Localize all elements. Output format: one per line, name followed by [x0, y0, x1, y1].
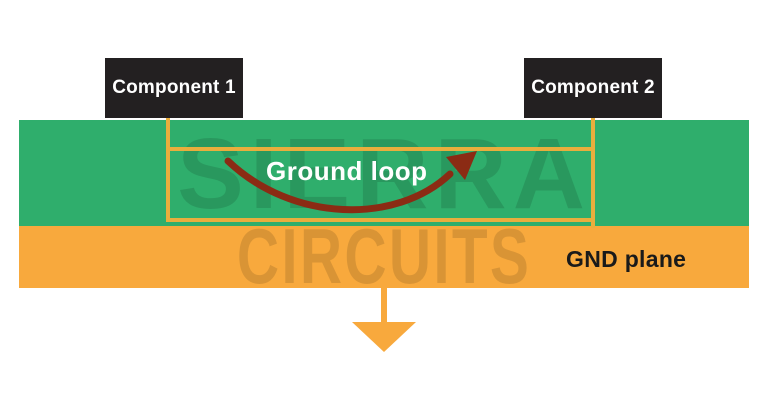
ground-loop-label: Ground loop: [266, 156, 428, 186]
component-2-label: Component 2: [531, 77, 655, 98]
component-2-box: Component 2: [524, 58, 662, 118]
gnd-plane-label: GND plane: [566, 246, 687, 272]
trace-component-1: [166, 118, 170, 222]
trace-component-2: [591, 118, 595, 228]
component-1-label: Component 1: [112, 77, 236, 98]
gnd-plane: [19, 226, 749, 288]
ground-arrow-icon: [352, 322, 416, 352]
trace-loop-top: [166, 147, 595, 151]
ground-arrow-stem: [381, 288, 387, 324]
component-1-box: Component 1: [105, 58, 243, 118]
trace-loop-bottom: [166, 218, 595, 222]
